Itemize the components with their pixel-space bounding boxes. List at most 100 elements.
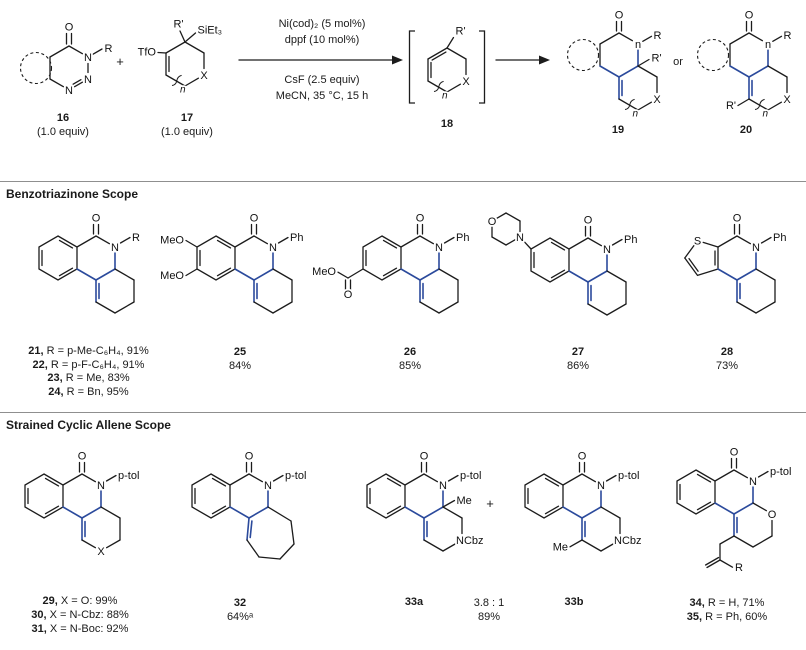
- atom-n: N: [752, 242, 760, 254]
- structure-33a: O N p-tol Me NCbz: [366, 449, 485, 552]
- structure-17-silyl-triflate: TfO R' SiEt₃ X n: [136, 17, 224, 98]
- atom-x: X: [200, 70, 208, 82]
- atom-n: N: [597, 480, 605, 492]
- label-32: 32 64%ᵃ: [226, 597, 254, 623]
- substituent-r-prime: R': [652, 53, 662, 65]
- atom-n1: N: [84, 52, 92, 64]
- label-29-31: 29, X = O: 99% 30, X = N-Cbz: 88% 31, X …: [31, 595, 129, 635]
- equiv-note: (1.0 equiv): [37, 125, 89, 138]
- divider: [0, 181, 806, 182]
- ring-size-squiggle: [433, 80, 444, 92]
- bonds: O N Ph MeO MeO: [158, 211, 305, 314]
- atom-x: X: [783, 94, 791, 106]
- substituent-r: R: [735, 562, 743, 574]
- substituent-r: R: [784, 30, 792, 42]
- yield-text: 89%: [477, 611, 501, 623]
- structure-27: O N Ph N O: [486, 212, 639, 316]
- substituent-r-prime: R': [173, 19, 183, 31]
- atom-o: O: [420, 451, 429, 463]
- morpholine-o: O: [488, 216, 497, 228]
- label-27: 27 86%: [566, 346, 590, 372]
- bonds: O N p-tol Me NCbz: [524, 449, 643, 555]
- label-ratio-yield: 3.8 : 1 89%: [450, 596, 528, 624]
- substituent-r: R: [654, 30, 662, 42]
- bonds: O N p-tol: [191, 449, 308, 560]
- bonds: [566, 20, 658, 111]
- compound-number: 19: [611, 124, 625, 136]
- atom-n: N: [749, 476, 757, 488]
- atom-n: N: [439, 480, 447, 492]
- substituent-ptol: p-tol: [118, 470, 139, 482]
- structure-21-core: O N R: [38, 211, 142, 314]
- substituent-ptol: p-tol: [618, 470, 639, 482]
- group-meo: MeO: [312, 266, 336, 278]
- atom-n: N: [111, 242, 119, 254]
- atom-n: N: [269, 242, 277, 254]
- atom-n: N: [264, 480, 272, 492]
- structure-32-seven-ring: O N p-tol: [191, 449, 308, 560]
- or-text: or: [673, 56, 683, 68]
- group-meo-1: MeO: [160, 235, 184, 247]
- structure-28-thiophene: O N Ph S: [684, 211, 788, 314]
- atom-x: X: [97, 546, 105, 558]
- section-title-allene: Strained Cyclic Allene Scope: [6, 418, 171, 432]
- atom-o: O: [730, 447, 739, 459]
- atom-n: N: [435, 242, 443, 254]
- atom-x: X: [653, 94, 661, 106]
- group-tfo: TfO: [138, 47, 157, 59]
- group-meo-2: MeO: [160, 270, 184, 282]
- group-siet3: SiEt₃: [198, 25, 223, 37]
- bonds: O N R: [38, 211, 142, 314]
- bonds: O N Ph O MeO: [310, 211, 471, 314]
- label-34-35: 34, R = H, 71% 35, R = Ph, 60%: [686, 597, 768, 623]
- left-bracket: [408, 30, 415, 104]
- subscript-n: n: [442, 91, 448, 102]
- ester-carbonyl-o: O: [344, 289, 353, 301]
- structure-18-cyclic-allene: R' X n: [408, 24, 486, 104]
- substituent-ph: Ph: [624, 234, 637, 246]
- divider: [0, 412, 806, 413]
- ring-size-squiggle: [171, 74, 182, 86]
- section-title-benzotriazinone: Benzotriazinone Scope: [6, 187, 139, 201]
- label-26: 26 85%: [398, 346, 422, 372]
- morpholine-n: N: [516, 232, 524, 244]
- bonds: O N p-tol X: [24, 449, 141, 560]
- structure-20-product: O n R R' X n: [696, 8, 793, 121]
- atom-o: O: [584, 215, 593, 227]
- atom-o: O: [245, 451, 254, 463]
- bonds: O N Ph N O: [486, 212, 639, 316]
- subscript-n: n: [763, 109, 769, 120]
- atom-n: N: [97, 480, 105, 492]
- bonds: O N p-tol O R: [676, 445, 793, 576]
- compound-number: 16: [56, 112, 70, 124]
- substituent-ph: Ph: [773, 232, 786, 244]
- generic-ring-dashed-circle: [696, 38, 730, 72]
- structure-25: O N Ph MeO MeO: [158, 211, 305, 314]
- reaction-arrow: [238, 55, 403, 65]
- atom-n2: N: [84, 74, 92, 86]
- ring-size-squiggle: [624, 98, 635, 110]
- subscript-n: n: [180, 85, 186, 96]
- label-33b: 33b: [564, 596, 584, 608]
- ring-size-squiggle: [754, 98, 765, 110]
- arrowhead: [539, 55, 550, 65]
- compound-number: 20: [739, 124, 753, 136]
- structure-29-core: O N p-tol X: [24, 449, 141, 560]
- subscript-n: n: [633, 109, 639, 120]
- substituent-ph: Ph: [290, 232, 303, 244]
- atom-n: n: [765, 39, 771, 51]
- atom-s: S: [694, 236, 701, 248]
- atom-o: O: [733, 213, 742, 225]
- atom-n: N: [603, 244, 611, 256]
- label-compound-17: 17 (1.0 equiv): [139, 112, 235, 139]
- structure-34-pyran: O N p-tol O R: [676, 445, 793, 576]
- compound-number: 17: [180, 112, 194, 124]
- group-ncbz: NCbz: [456, 535, 484, 547]
- ratio-text: 3.8 : 1: [473, 597, 505, 609]
- second-arrow: [495, 55, 550, 65]
- compound-number: 18: [440, 118, 454, 130]
- substituent-r: R: [105, 43, 113, 55]
- atom-o: O: [578, 451, 587, 463]
- substituent-r: R: [132, 232, 140, 244]
